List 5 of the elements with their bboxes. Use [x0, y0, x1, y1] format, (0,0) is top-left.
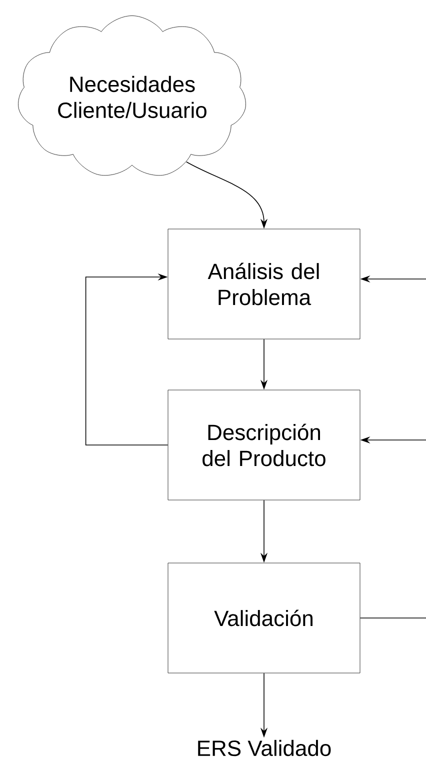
process-box: Validación	[168, 562, 360, 674]
arrow	[85, 273, 168, 446]
process-box: Análisis del Problema	[168, 228, 360, 340]
process-box: Descripción del Producto	[168, 390, 360, 500]
output-label: ERS Validado	[198, 740, 331, 756]
